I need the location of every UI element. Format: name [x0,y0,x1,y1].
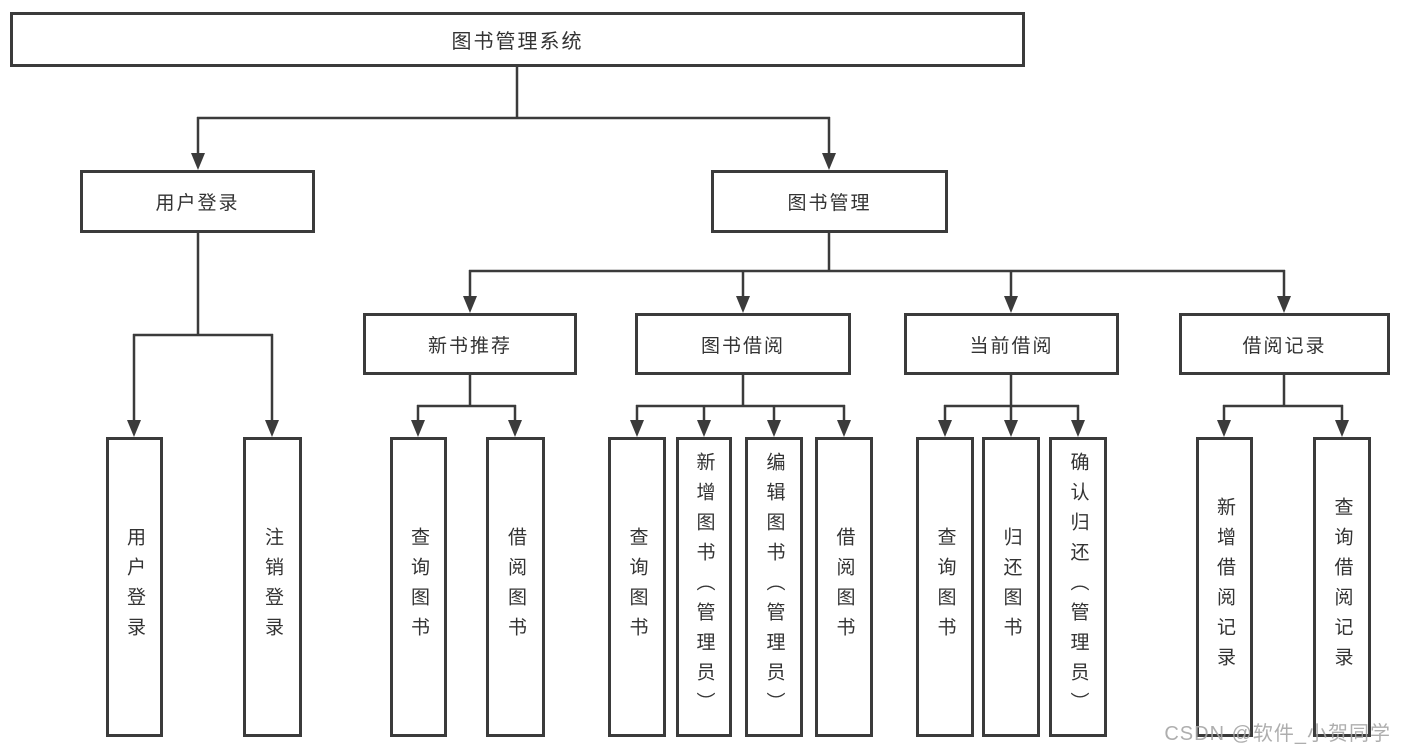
node-leaf-borrow-books-2: 借阅图书 [815,437,873,737]
node-book-borrowing: 图书借阅 [635,313,851,375]
node-leaf-query-books-3: 查询图书 [916,437,974,737]
node-leaf-borrow-books-1: 借阅图书 [486,437,545,737]
node-leaf-edit-books-admin: 编辑图书（管理员） [745,437,803,737]
connector-borrowing-records-to-leaves [1217,375,1349,437]
node-current-borrowing: 当前借阅 [904,313,1119,375]
node-library-system: 图书管理系统 [10,12,1025,67]
connector-current-borrowing-to-leaves [938,375,1085,437]
connector-new-book-recommend-to-leaves [411,375,522,437]
node-leaf-query-borrow-record: 查询借阅记录 [1313,437,1371,737]
node-leaf-user-login: 用户登录 [106,437,163,737]
node-leaf-add-books-admin: 新增图书（管理员） [676,437,732,737]
node-borrowing-records: 借阅记录 [1179,313,1390,375]
connector-book-management-to-level3 [463,233,1291,313]
connector-book-borrowing-to-leaves [630,375,851,437]
node-leaf-query-books-2: 查询图书 [608,437,666,737]
node-leaf-add-borrow-record: 新增借阅记录 [1196,437,1253,737]
node-leaf-confirm-return-admin: 确认归还（管理员） [1049,437,1107,737]
node-leaf-query-books-1: 查询图书 [390,437,447,737]
node-leaf-return-books: 归还图书 [982,437,1040,737]
csdn-watermark: CSDN @软件_小贺同学 [1164,723,1391,745]
node-user-login: 用户登录 [80,170,315,233]
node-book-management: 图书管理 [711,170,948,233]
connector-user-login-to-leaves [127,233,279,437]
node-leaf-logout: 注销登录 [243,437,302,737]
node-new-book-recommend: 新书推荐 [363,313,577,375]
connector-root-to-level2 [191,66,836,170]
